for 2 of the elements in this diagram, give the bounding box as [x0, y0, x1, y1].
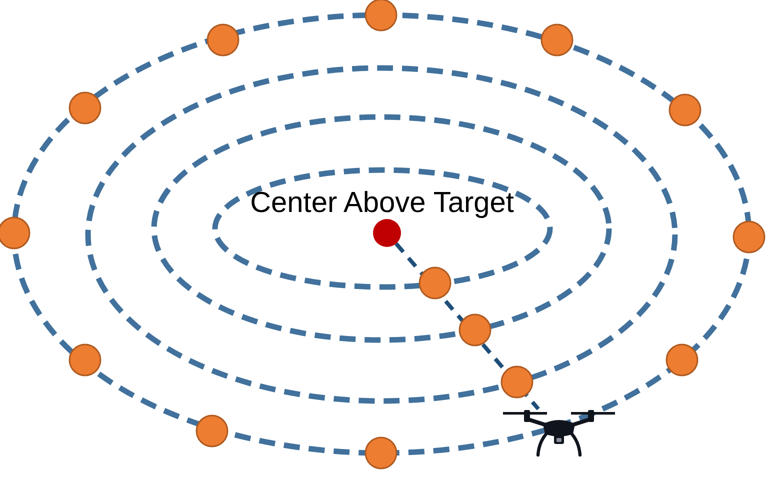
point-label: Center Above Target — [249, 189, 515, 218]
drone-drawing — [503, 409, 615, 457]
